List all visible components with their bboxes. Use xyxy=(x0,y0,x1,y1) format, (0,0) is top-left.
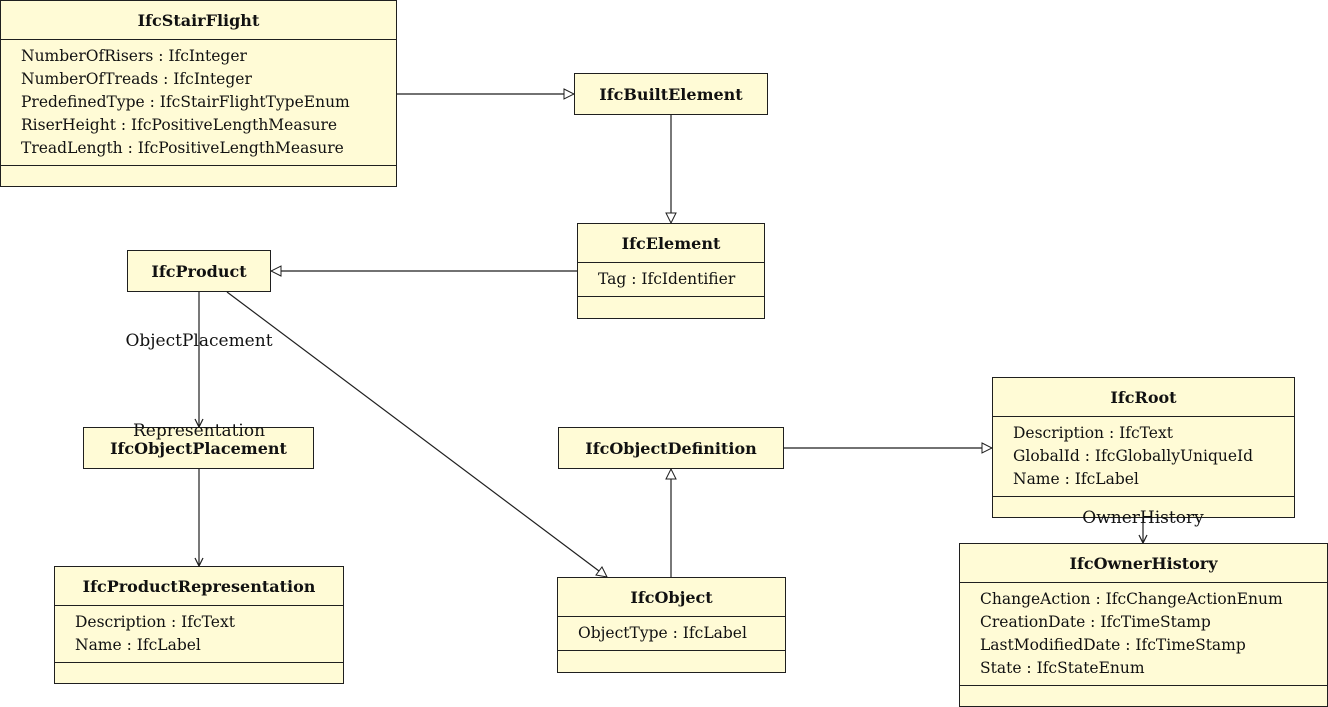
attribute: Name : IfcLabel xyxy=(1013,470,1139,488)
class-attributes: Tag : IfcIdentifier xyxy=(578,262,764,296)
edge-product-object xyxy=(226,291,607,577)
attribute: Description : IfcText xyxy=(75,613,235,631)
class-title: IfcStairFlight xyxy=(137,10,260,30)
class-operations xyxy=(578,296,764,315)
class-title: IfcBuiltElement xyxy=(599,84,743,104)
class-attributes: NumberOfRisers : IfcInteger NumberOfTrea… xyxy=(1,39,396,165)
attribute: Name : IfcLabel xyxy=(75,636,201,654)
edge-label-representation: Representation xyxy=(132,421,266,441)
attribute: RiserHeight : IfcPositiveLengthMeasure xyxy=(21,116,338,134)
class-ifcbuiltelement: IfcBuiltElement xyxy=(574,73,768,115)
class-operations xyxy=(1,165,396,184)
class-title: IfcObjectDefinition xyxy=(585,438,757,458)
edge-label-objectplacement: ObjectPlacement xyxy=(125,331,273,351)
attribute: NumberOfTreads : IfcInteger xyxy=(21,70,252,88)
class-title: IfcRoot xyxy=(1110,387,1177,407)
attribute: GlobalId : IfcGloballyUniqueId xyxy=(1013,447,1254,465)
class-operations xyxy=(960,685,1327,704)
attribute: CreationDate : IfcTimeStamp xyxy=(980,613,1211,631)
class-ifcproduct: IfcProduct xyxy=(127,250,271,292)
attribute: Description : IfcText xyxy=(1013,424,1173,442)
class-title: IfcProduct xyxy=(151,261,247,281)
class-operations xyxy=(993,496,1294,515)
class-ifcstairflight: IfcStairFlight NumberOfRisers : IfcInteg… xyxy=(0,0,397,187)
class-attributes: Description : IfcText GlobalId : IfcGlob… xyxy=(993,416,1294,496)
class-operations xyxy=(55,662,343,681)
attribute: Tag : IfcIdentifier xyxy=(598,270,736,288)
class-ifcelement: IfcElement Tag : IfcIdentifier xyxy=(577,223,765,319)
class-ifcproductrepresentation: IfcProductRepresentation Description : I… xyxy=(54,566,344,684)
class-attributes: ChangeAction : IfcChangeActionEnum Creat… xyxy=(960,582,1327,685)
class-ifcobject: IfcObject ObjectType : IfcLabel xyxy=(557,577,786,673)
class-title: IfcObjectPlacement xyxy=(110,438,287,458)
class-ifcownerhistory: IfcOwnerHistory ChangeAction : IfcChange… xyxy=(959,543,1328,707)
edge-label-ownerhistory: OwnerHistory xyxy=(1082,508,1204,528)
attribute: ObjectType : IfcLabel xyxy=(578,624,747,642)
attribute: TreadLength : IfcPositiveLengthMeasure xyxy=(21,139,344,157)
attribute: PredefinedType : IfcStairFlightTypeEnum xyxy=(21,93,350,111)
class-ifcroot: IfcRoot Description : IfcText GlobalId :… xyxy=(992,377,1295,518)
class-operations xyxy=(558,650,785,669)
class-title: IfcOwnerHistory xyxy=(1069,553,1218,573)
attribute: NumberOfRisers : IfcInteger xyxy=(21,47,247,65)
class-title: IfcObject xyxy=(630,587,713,607)
class-attributes: Description : IfcText Name : IfcLabel xyxy=(55,605,343,662)
class-ifcobjectdefinition: IfcObjectDefinition xyxy=(558,427,784,469)
class-title: IfcElement xyxy=(621,233,721,253)
class-title: IfcProductRepresentation xyxy=(82,576,316,596)
attribute: ChangeAction : IfcChangeActionEnum xyxy=(980,590,1283,608)
class-ifcobjectplacement: IfcObjectPlacement xyxy=(83,427,314,469)
attribute: LastModifiedDate : IfcTimeStamp xyxy=(980,636,1246,654)
attribute: State : IfcStateEnum xyxy=(980,659,1145,677)
class-attributes: ObjectType : IfcLabel xyxy=(558,616,785,650)
